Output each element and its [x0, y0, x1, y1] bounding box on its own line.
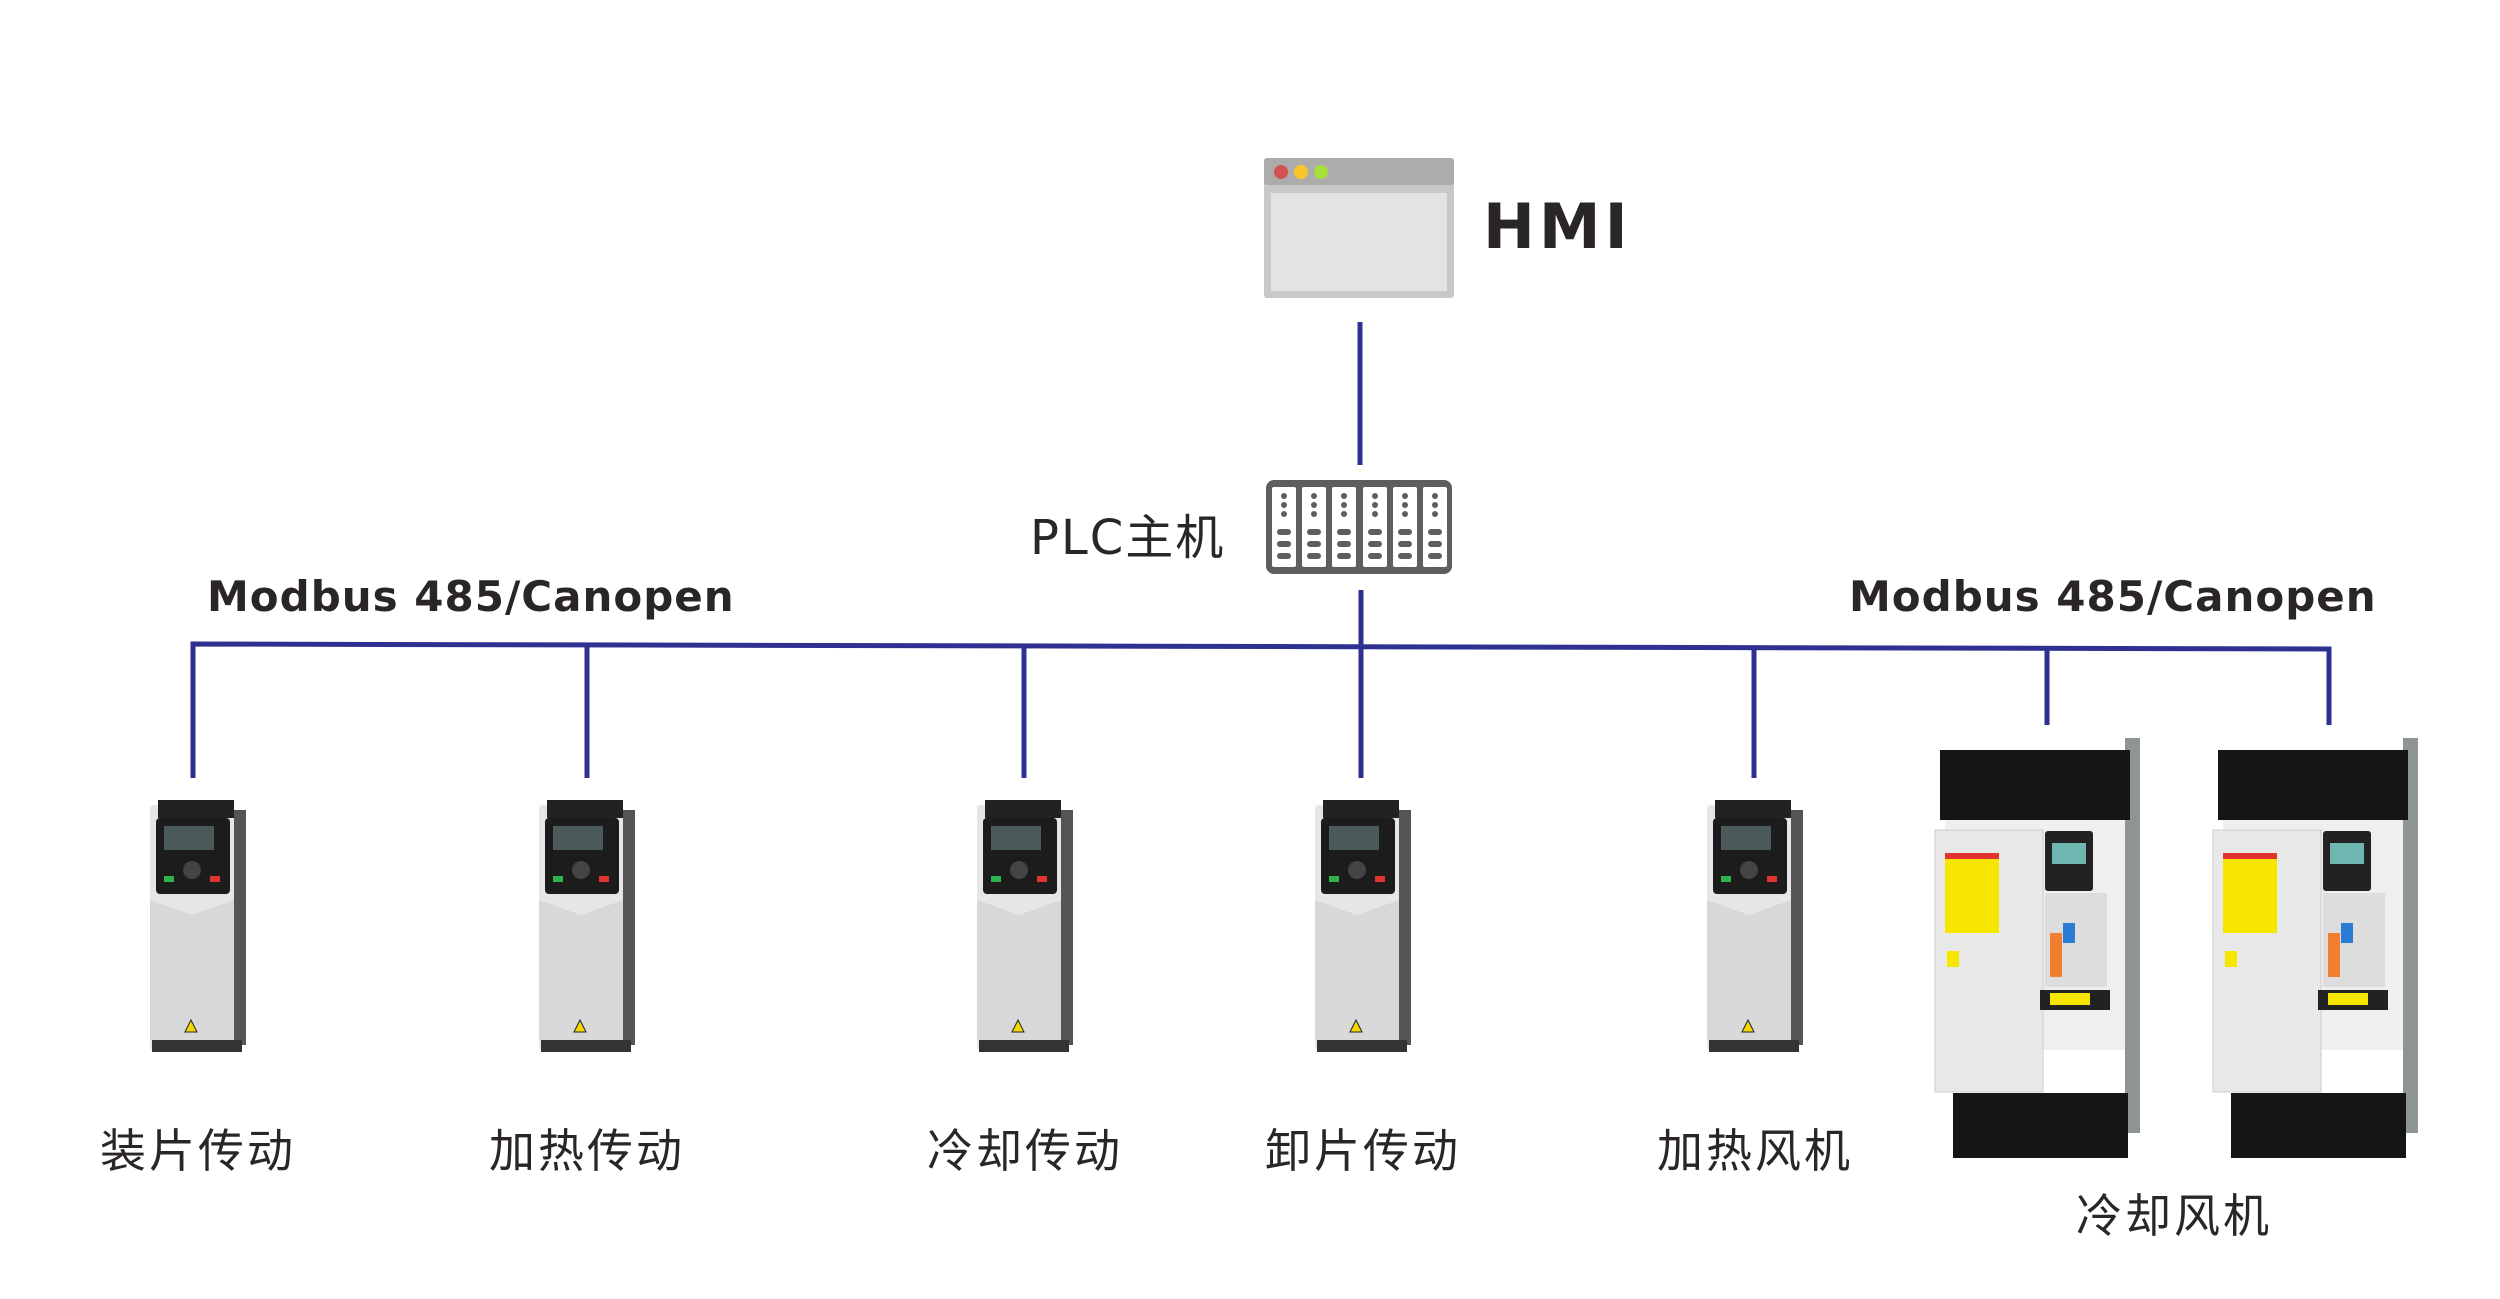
hmi-icon [1264, 158, 1454, 298]
hmi-label: HMI [1483, 190, 1632, 263]
bus-trunk [190, 641, 2332, 778]
small-drive-icon [539, 800, 635, 1052]
small-drive-icon [150, 800, 246, 1052]
device-label: 冷却风机 [2076, 1189, 2272, 1243]
plc-label: PLC主机 [1030, 510, 1226, 566]
device-label: 加热风机 [1657, 1124, 1853, 1178]
large-drive-icon [2212, 738, 2418, 1158]
bus-label-left: Modbus 485/Canopen [207, 572, 735, 621]
small-drive-icon [1707, 800, 1803, 1052]
plc-icon [1266, 480, 1452, 574]
bus-label-right: Modbus 485/Canopen [1849, 572, 2377, 621]
bus-lines [190, 322, 2332, 778]
large-drive-icon [1934, 738, 2140, 1158]
device-label: 卸片传动 [1265, 1124, 1461, 1178]
device-label: 装片传动 [100, 1124, 296, 1178]
small-drive-icon [1315, 800, 1411, 1052]
device-label: 加热传动 [489, 1124, 685, 1178]
device-label: 冷却传动 [927, 1124, 1123, 1178]
small-drive-icon [977, 800, 1073, 1052]
